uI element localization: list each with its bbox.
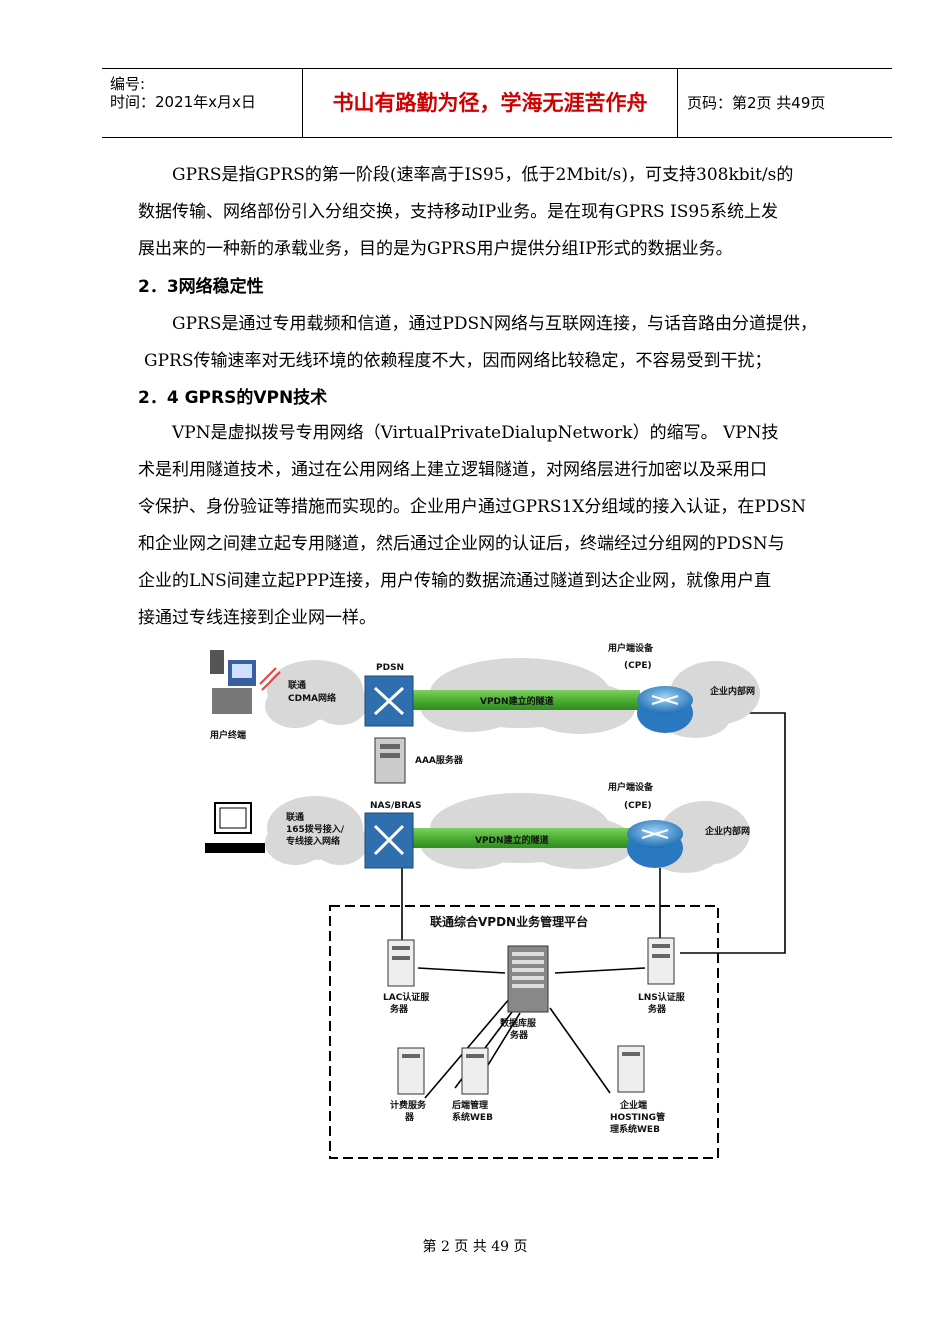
header-motto: 书山有路勤为径，学海无涯苦作舟 (303, 69, 678, 137)
cloud-dialup (265, 796, 368, 865)
label-user-terminal: 用户终端 (209, 729, 246, 741)
label-db-2: 务器 (510, 1029, 529, 1041)
lac-server-icon (387, 939, 415, 987)
text-line: GPRS是指GPRS的第一阶段(速率高于IS95，低于2Mbit/s)，可支持3… (172, 165, 794, 185)
label-cpe-top: 用户端设备 (607, 642, 654, 654)
label-billing-1: 计费服务 (390, 1099, 427, 1111)
label-cdma-1: 联通 (288, 679, 306, 691)
text-line: 展出来的一种新的承载业务，目的是为GPRS用户提供分组IP形式的数据业务。 (138, 239, 733, 259)
cpe-router-icon (637, 686, 693, 733)
label-tunnel-2: VPDN建立的隧道 (475, 834, 549, 846)
text-line: 接通过专线连接到企业网一样。 (138, 608, 376, 628)
backend-server-icon (461, 1047, 489, 1095)
page-header: 编号: 时间：2021年x月x日 书山有路勤为径，学海无涯苦作舟 页码：第2页 … (102, 68, 892, 138)
section-heading-2-4: 2．4 GPRS的VPN技术 (138, 388, 328, 408)
label-backend-1: 后端管理 (452, 1099, 488, 1111)
text-line: 术是利用隧道技术，通过在公用网络上建立逻辑隧道，对网络层进行加密以及采用口 (138, 460, 767, 480)
label-cpe-top-sub: (CPE) (624, 661, 652, 671)
label-cpe-mid-sub: (CPE) (624, 801, 652, 811)
label-db-1: 数据库服 (500, 1017, 537, 1029)
label-lac-2: 务器 (390, 1003, 409, 1015)
text-line: 数据传输、网络部份引入分组交换，支持移动IP业务。是在现有GPRS IS95系统… (138, 202, 779, 222)
database-server-icon (507, 945, 549, 1013)
lns-server-icon (647, 937, 675, 985)
header-meta: 编号: 时间：2021年x月x日 (102, 69, 303, 137)
time-label: 时间：2021年x月x日 (110, 93, 256, 111)
tunnel-pipe-1 (412, 690, 640, 710)
page-footer: 第 2 页 共 49 页 (422, 1239, 528, 1255)
label-billing-2: 器 (404, 1112, 415, 1123)
label-backend-2: 系统WEB (452, 1111, 493, 1123)
label-nas: NAS/BRAS (370, 801, 422, 811)
cpe-router-icon (627, 820, 683, 868)
label-lns-2: 务器 (648, 1003, 667, 1015)
label-cdma-2: CDMA网络 (288, 692, 336, 704)
label-enterprise-1: 企业内部网 (709, 685, 755, 697)
label-hosting-2: HOSTING管 (610, 1111, 665, 1123)
label-platform: 联通综合VPDN业务管理平台 (430, 914, 588, 929)
computer-icon (205, 802, 265, 853)
text-line: VPN是虚拟拨号专用网络（VirtualPrivateDialupNetwork… (172, 423, 779, 443)
platform-boundary (329, 905, 719, 1159)
label-enterprise-2: 企业内部网 (704, 825, 750, 837)
label-tunnel-1: VPDN建立的隧道 (480, 695, 554, 707)
label-lac-1: LAC认证服 (383, 991, 430, 1003)
label-dial-1: 联通 (286, 811, 304, 823)
text-line: 令保护、身份验证等措施而实现的。企业用户通过GPRS1X分组域的接入认证，在PD… (138, 497, 806, 517)
label-hosting-3: 理系统WEB (610, 1123, 660, 1135)
label-hosting-1: 企业端 (619, 1099, 647, 1111)
hosting-server-icon (617, 1045, 645, 1093)
pdsn-switch-icon (364, 675, 414, 727)
cloud-cdma (265, 660, 368, 728)
text-line: 企业的LNS间建立起PPP连接，用户传输的数据流通过隧道到达企业网，就像用户直 (138, 571, 772, 591)
aaa-server-icon (374, 737, 406, 784)
text-line: GPRS是通过专用载频和信道，通过PDSN网络与互联网连接，与话音路由分道提供， (172, 314, 818, 334)
text-line: GPRS传输速率对无线环境的依赖程度不大，因而网络比较稳定，不容易受到干扰； (144, 351, 772, 371)
header-page-info: 页码：第2页 共49页 (687, 94, 826, 112)
label-dial-2: 165拨号接入/ (286, 823, 345, 835)
label-lns-1: LNS认证服 (638, 991, 686, 1003)
label-cpe-mid: 用户端设备 (607, 781, 654, 793)
tunnel-pipe-2 (412, 828, 630, 848)
label-pdsn: PDSN (376, 663, 404, 673)
label-dial-3: 专线接入网络 (286, 835, 340, 847)
nas-switch-icon (364, 812, 414, 869)
number-label: 编号: (110, 75, 146, 93)
text-line: 和企业网之间建立起专用隧道，然后通过企业网的认证后，终端经过分组网的PDSN与 (138, 534, 785, 554)
mobile-terminal-icon (210, 650, 281, 714)
vpdn-network-diagram: 用户端设备 (CPE) PDSN 联通 CDMA网络 用户终端 VPDN建立的隧… (205, 642, 786, 1159)
section-heading-2-3: 2．3网络稳定性 (138, 277, 264, 297)
billing-server-icon (397, 1047, 425, 1095)
label-aaa: AAA服务器 (415, 754, 464, 766)
